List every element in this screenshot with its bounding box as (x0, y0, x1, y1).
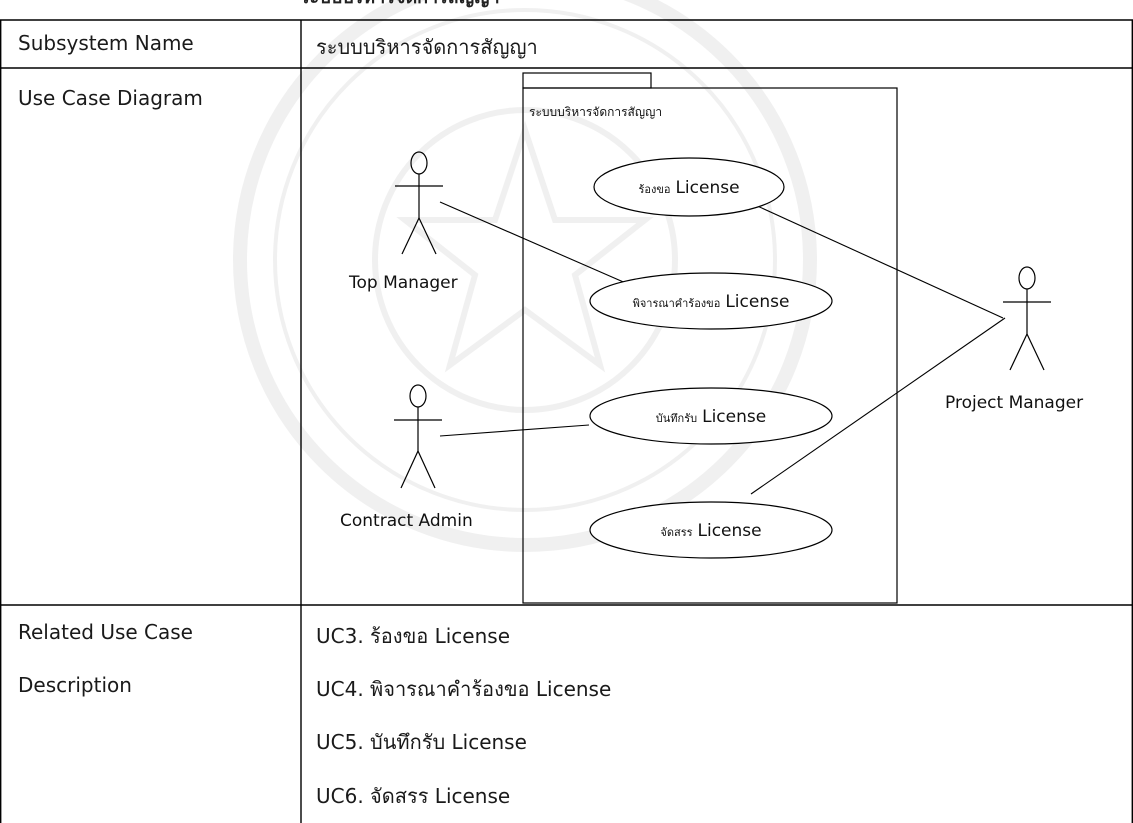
association-pm-request (752, 203, 1004, 319)
actor-label-contract-admin: Contract Admin (340, 511, 473, 531)
related-use-case-item-uc4: UC4. พิจารณาคำร้องขอ License (316, 677, 612, 701)
actor-top-manager-icon (395, 151, 443, 255)
description-label: Description (18, 673, 132, 697)
actor-label-project-manager: Project Manager (945, 393, 1083, 413)
actor-label-top-manager: Top Manager (348, 273, 458, 293)
related-use-case-label: Related Use Case (18, 620, 193, 644)
association-top-manager-consider (439, 201, 629, 285)
associations (439, 201, 1006, 495)
subsystem-name-value: ระบบบริหารจัดการสัญญา (316, 35, 538, 59)
related-use-case-item-uc5: UC5. บันทึกรับ License (316, 730, 527, 754)
related-use-case-item-uc6: UC6. จัดสรร License (316, 784, 511, 808)
use-case-record-ellipse (589, 387, 833, 445)
use-case-consider-ellipse (589, 272, 833, 330)
use-case-request-ellipse (593, 157, 785, 217)
actor-project-manager-icon (1003, 266, 1051, 371)
actor-contract-admin-icon (394, 384, 442, 489)
use-case-allocate-ellipse (589, 501, 833, 559)
system-boundary-label: ระบบบริหารจัดการสัญญา (529, 105, 662, 119)
use-case-shapes (589, 157, 833, 559)
use-case-diagram-label: Use Case Diagram (18, 86, 203, 110)
related-use-case-item-uc3: UC3. ร้องขอ License (316, 624, 511, 648)
clipped-header-text: ระบบบริหารจัดการสัญญา (300, 0, 820, 10)
subsystem-name-label: Subsystem Name (18, 31, 194, 55)
system-boundary (522, 72, 898, 604)
table-grid (0, 19, 1133, 823)
association-pm-allocate (750, 317, 1006, 495)
association-contract-admin-record (439, 424, 590, 437)
